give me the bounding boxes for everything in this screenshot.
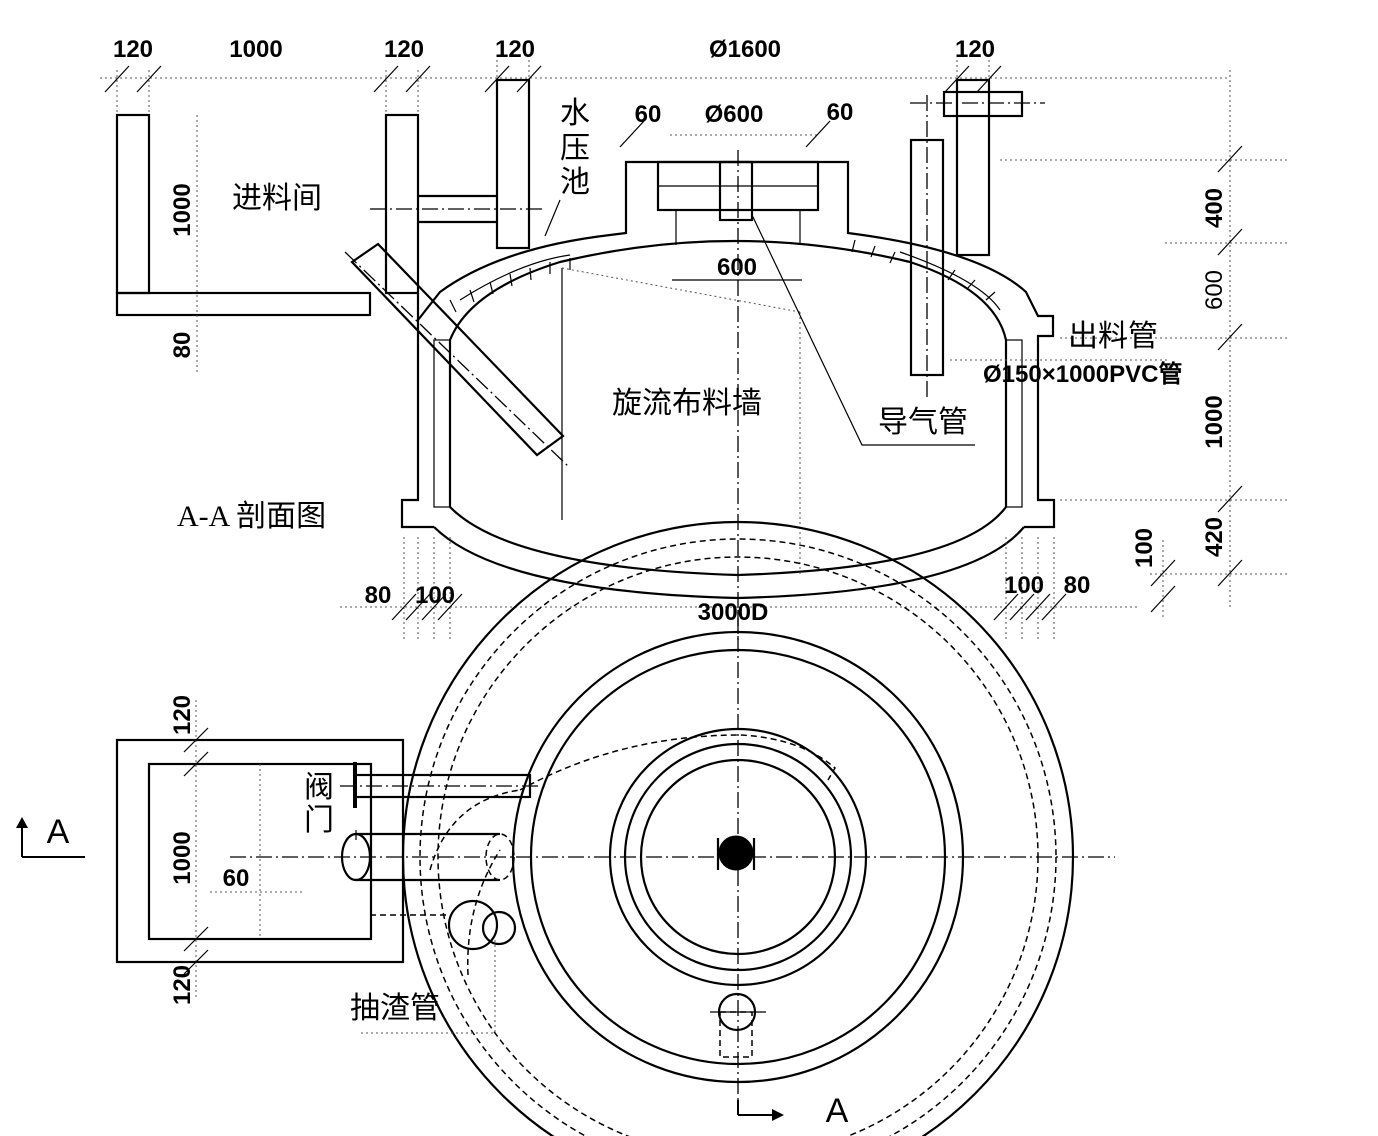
dim-diameter-1600: Ø1600 <box>709 36 781 63</box>
dim-feed-width: 1000 <box>229 36 282 63</box>
label-valve-2: 门 <box>304 804 334 837</box>
dim-right-1000: 1000 <box>1201 395 1228 448</box>
section-mark-bottom: A <box>826 1092 849 1130</box>
inner-dome <box>448 239 1008 341</box>
gas-pipe-leader <box>751 214 975 446</box>
dim-tank-wall: 120 <box>495 36 535 63</box>
label-water-tank-3: 池 <box>560 166 590 199</box>
section-arrow-left <box>16 817 85 858</box>
extension-lines <box>100 60 1290 640</box>
dim-bottom-left-100: 100 <box>415 582 455 609</box>
feed-room <box>115 113 420 375</box>
section-mark-left: A <box>47 813 70 851</box>
water-pressure-wall <box>495 78 531 250</box>
label-swirl-wall: 旋流布料墙 <box>612 387 762 420</box>
label-outlet-pipe: 出料管 <box>1068 320 1158 353</box>
dim-cover-diameter: Ø600 <box>705 101 764 128</box>
dim-cover-left: 60 <box>635 101 662 128</box>
dim-plan-top: 120 <box>169 695 196 735</box>
dim-plan-bottom: 120 <box>169 965 196 1005</box>
plan-swirl-path <box>429 734 836 871</box>
digester-outer-shell <box>400 160 1056 529</box>
plan-dimension-ticks <box>183 727 209 975</box>
dim-outlet-wall: 120 <box>955 36 995 63</box>
dim-bottom-left-80: 80 <box>365 582 392 609</box>
gas-pipe <box>909 95 945 400</box>
outlet-wall <box>910 78 1045 257</box>
dim-right-600: 600 <box>1201 270 1228 310</box>
dim-plan-inner: 60 <box>223 865 250 892</box>
plan-slag-pipe <box>360 899 517 1034</box>
label-feed-room: 进料间 <box>232 182 322 215</box>
dim-cover-right: 60 <box>827 99 854 126</box>
dim-feed-floor: 80 <box>169 332 196 359</box>
label-gas-pipe: 导气管 <box>878 406 968 439</box>
plan-hub <box>718 835 754 871</box>
plan-horizontal-cylinder <box>340 830 515 882</box>
label-slag-pipe: 抽渣管 <box>350 992 440 1025</box>
label-outlet-spec: Ø150×1000PVC管 <box>983 360 1182 388</box>
dim-right-420: 420 <box>1201 517 1228 557</box>
plan-bottom-pipe <box>710 992 766 1058</box>
plan-inlet-pipe <box>340 762 540 808</box>
section-arrow-bottom <box>737 1100 784 1121</box>
label-valve-1: 阀 <box>304 771 334 804</box>
dim-right-400: 400 <box>1201 188 1228 228</box>
plan-feed-room <box>115 700 405 1000</box>
label-water-tank-2: 压 <box>560 132 590 165</box>
dim-right-100: 100 <box>1131 528 1158 568</box>
label-section-title: A-A 剖面图 <box>177 500 326 533</box>
dim-inner-600: 600 <box>717 254 757 281</box>
connecting-pipe <box>370 194 545 224</box>
dim-top-right-wall: 120 <box>384 36 424 63</box>
dim-bottom-right-100: 100 <box>1004 572 1044 599</box>
dim-top-left-wall: 120 <box>113 36 153 63</box>
plan-view <box>16 521 1115 1136</box>
dim-plan-height: 1000 <box>169 831 196 884</box>
wall-left-hatch <box>433 339 451 508</box>
label-water-tank-1: 水 <box>560 97 590 130</box>
dim-feed-height: 1000 <box>169 183 196 236</box>
dim-base-diameter: 3000D <box>698 599 769 626</box>
dimension-ticks <box>104 65 1243 621</box>
dome-hatch <box>449 239 996 313</box>
section-view <box>100 60 1290 640</box>
text-labels: 120 1000 120 120 Ø1600 120 60 Ø600 60 60… <box>47 36 1228 1130</box>
dim-bottom-right-80: 80 <box>1064 572 1091 599</box>
inlet-pipe <box>344 242 571 469</box>
